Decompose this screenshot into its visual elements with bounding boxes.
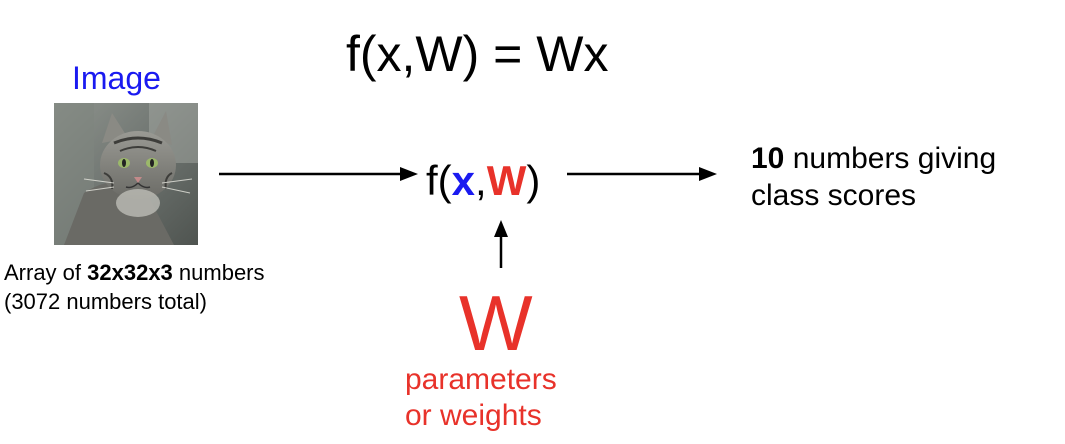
array-description: Array of 32x32x3 numbers (3072 numbers t…: [4, 258, 265, 316]
x-variable: x: [451, 157, 476, 204]
arrow-function-to-output: [567, 167, 717, 181]
array-description-line1: Array of 32x32x3 numbers: [4, 260, 265, 285]
output-count: 10: [751, 142, 785, 175]
arrow-image-to-function: [219, 167, 418, 181]
output-description: 10 numbers giving class scores: [751, 140, 996, 214]
formula-title: f(x,W) = Wx: [346, 26, 609, 82]
weights-description-line2: or weights: [405, 399, 542, 432]
weights-symbol: W: [459, 279, 533, 367]
array-description-line2: (3072 numbers total): [4, 289, 207, 314]
weights-description-line1: parameters: [405, 363, 557, 396]
array-dimensions: 32x32x3: [87, 260, 173, 285]
w-variable: W: [486, 157, 527, 204]
output-description-line1: 10 numbers giving: [751, 142, 997, 175]
image-label: Image: [72, 60, 161, 96]
function-call: f(x,W): [426, 157, 541, 204]
weights-description: parameters or weights: [405, 362, 557, 434]
output-description-line2: class scores: [751, 179, 917, 212]
arrow-weights-to-function: [494, 220, 508, 268]
cat-photo: [54, 103, 198, 245]
